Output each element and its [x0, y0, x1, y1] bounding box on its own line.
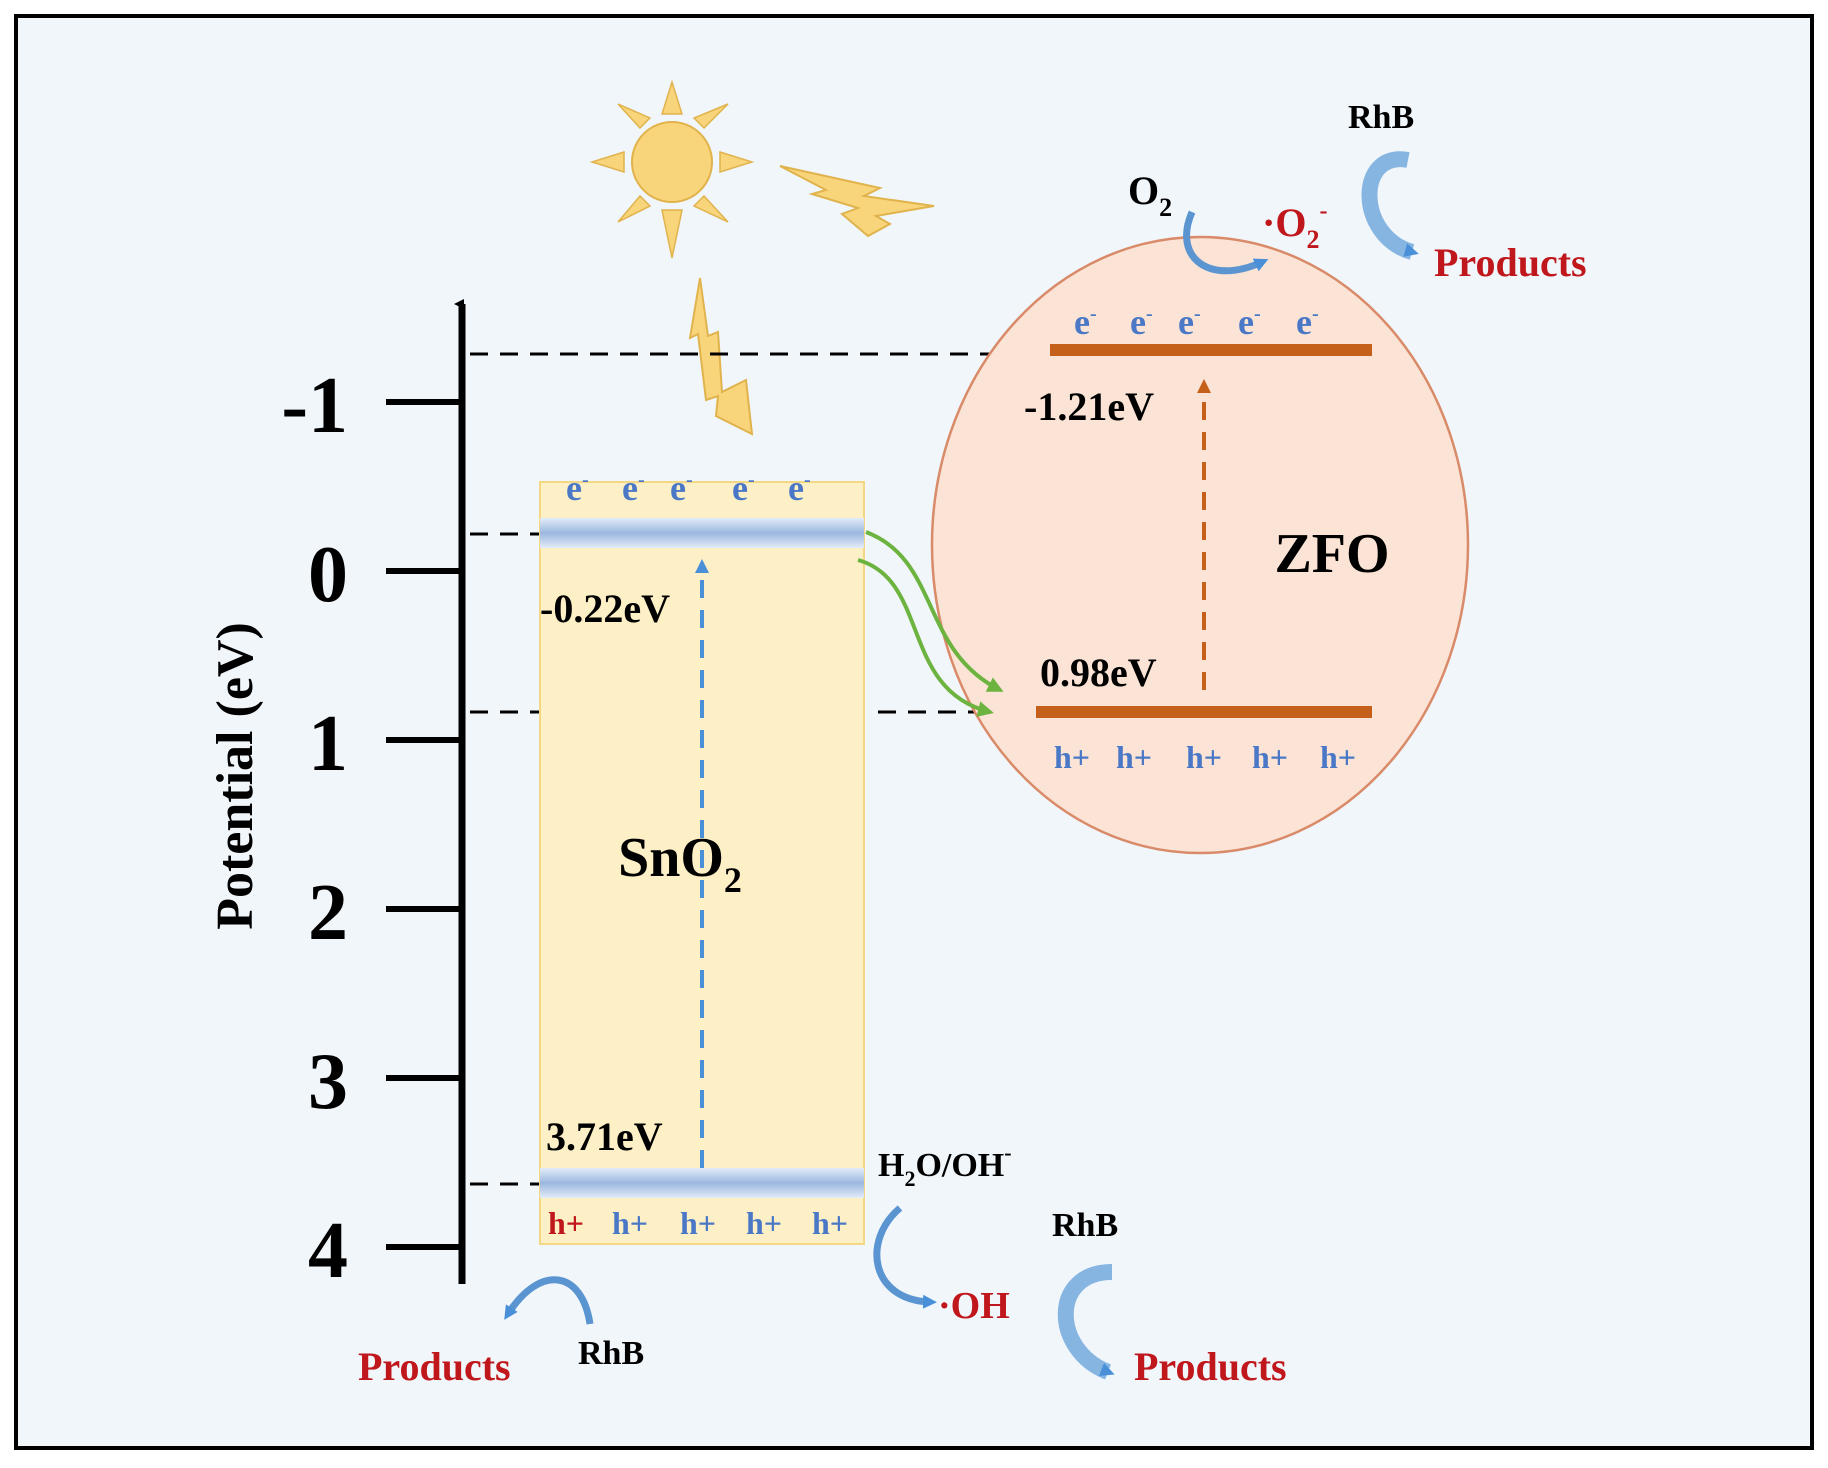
- svg-text:h+: h+: [1116, 739, 1152, 775]
- degradation-arrow-bottom-left: [504, 1276, 594, 1325]
- tick-label: 0: [308, 531, 348, 619]
- zfo-electrons: e- e- e- e- e-: [1074, 302, 1319, 342]
- sno2-cb-potential: -0.22eV: [540, 586, 670, 631]
- svg-text:h+: h+: [812, 1205, 848, 1241]
- axis-ticks: [386, 399, 462, 1250]
- products-label-bottom-right: Products: [1134, 1344, 1287, 1389]
- degradation-arrow-bottom-right: [1057, 1264, 1115, 1380]
- svg-text:e-: e-: [670, 468, 693, 508]
- superoxide-label: ·O2-: [1262, 198, 1327, 254]
- sno2-label: SnO2: [618, 827, 742, 900]
- lightning-bolt-icon: [779, 165, 935, 238]
- tick-label: 3: [308, 1038, 348, 1126]
- svg-text:e-: e-: [566, 468, 589, 508]
- zfo-holes: h+ h+ h+ h+ h+: [1054, 739, 1356, 775]
- tick-label: 4: [308, 1207, 348, 1295]
- rhb-label-top: RhB: [1348, 99, 1414, 136]
- lightning-bolt-icon: [688, 277, 754, 436]
- zfo-particle: [930, 235, 1470, 855]
- sun-icon: [589, 79, 755, 259]
- hydroxyl-radical-label: ·OH: [938, 1285, 1010, 1327]
- sno2-electrons: e- e- e- e- e-: [566, 468, 811, 508]
- sno2-holes: h+ h+ h+ h+ h+: [548, 1205, 848, 1241]
- charge-transfer-arrows: [857, 530, 1004, 717]
- rhb-label-bottom-left: RhB: [578, 1335, 644, 1372]
- svg-text:h+: h+: [1320, 739, 1356, 775]
- tick-label: 2: [308, 869, 348, 957]
- sno2-vb-potential: 3.71eV: [546, 1114, 663, 1159]
- svg-text:h+: h+: [680, 1205, 716, 1241]
- svg-text:e-: e-: [732, 468, 755, 508]
- axis-label: Potential (eV): [207, 622, 264, 930]
- svg-text:e-: e-: [788, 468, 811, 508]
- oxidation-arrow: [873, 1205, 937, 1309]
- sno2-valence-band: [540, 1168, 864, 1198]
- tick-label: -1: [281, 362, 348, 450]
- o2-reduction-arrow: [1183, 210, 1269, 275]
- svg-text:e-: e-: [1074, 302, 1097, 342]
- svg-text:h+: h+: [746, 1205, 782, 1241]
- sno2-conduction-band: [540, 518, 864, 548]
- degradation-arrow-top: [1361, 151, 1419, 260]
- products-label-bottom-left: Products: [358, 1344, 511, 1389]
- zfo-label: ZFO: [1274, 523, 1389, 585]
- svg-text:h+: h+: [612, 1205, 648, 1241]
- svg-text:h+: h+: [1252, 739, 1288, 775]
- rhb-label-bottom-right: RhB: [1052, 1207, 1118, 1244]
- svg-text:e-: e-: [622, 468, 645, 508]
- water-hydroxide-label: H2O/OH-: [878, 1140, 1012, 1191]
- svg-text:h+: h+: [1054, 739, 1090, 775]
- svg-text:e-: e-: [1178, 302, 1201, 342]
- svg-text:e-: e-: [1130, 302, 1153, 342]
- o2-label: O2: [1128, 168, 1172, 222]
- svg-text:h+: h+: [1186, 739, 1222, 775]
- products-label-top: Products: [1434, 240, 1587, 285]
- zfo-vb-potential: 0.98eV: [1040, 650, 1157, 695]
- tick-label: 1: [308, 700, 348, 788]
- figure-frame: [14, 14, 1814, 1450]
- svg-text:e-: e-: [1238, 302, 1261, 342]
- svg-text:e-: e-: [1296, 302, 1319, 342]
- svg-text:h+: h+: [548, 1205, 584, 1241]
- zfo-cb-potential: -1.21eV: [1024, 384, 1154, 429]
